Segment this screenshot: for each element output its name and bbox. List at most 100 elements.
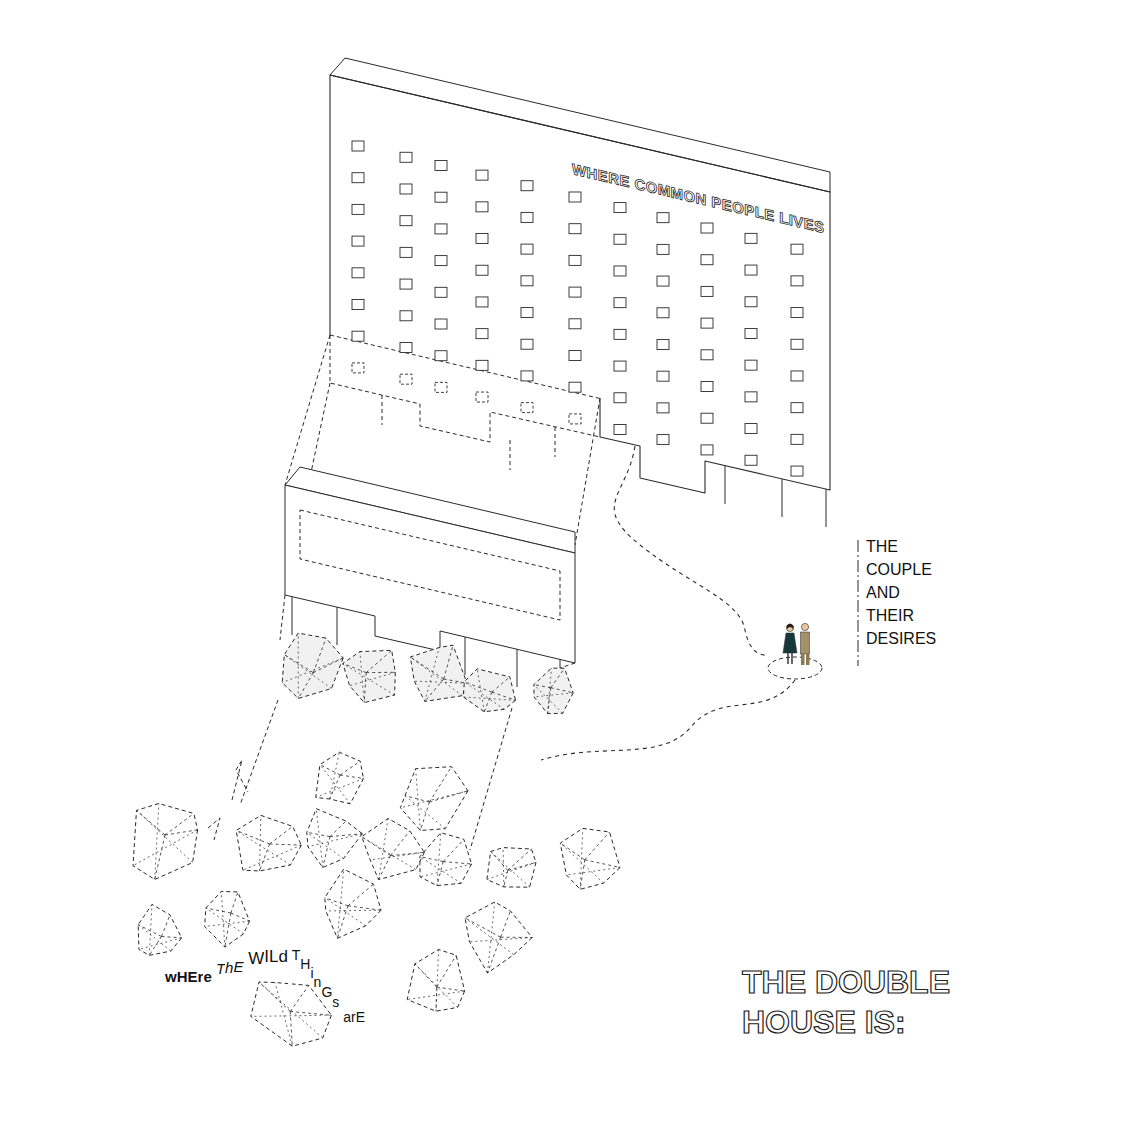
wild-form-edge xyxy=(370,852,424,860)
wild-form-edge xyxy=(420,802,429,831)
label-letter: n xyxy=(314,975,322,990)
wild-form-edge xyxy=(414,681,467,683)
window xyxy=(521,276,533,286)
wild-form-edge xyxy=(465,918,514,955)
wild-form-edge xyxy=(232,760,248,800)
wild-form-edge xyxy=(137,810,193,862)
window xyxy=(657,244,669,254)
wild-form-edge xyxy=(208,818,220,840)
wild-form-edge xyxy=(407,991,464,999)
window xyxy=(476,360,488,370)
label-letter: H xyxy=(177,969,188,986)
window xyxy=(435,351,447,361)
wild-form-edge xyxy=(503,848,505,887)
projection-line xyxy=(240,700,278,805)
wild-form-edge xyxy=(139,938,182,950)
window xyxy=(352,331,364,341)
label-letter: e xyxy=(203,969,211,986)
label-letter: d xyxy=(278,948,287,967)
window xyxy=(352,236,364,246)
window xyxy=(614,329,626,339)
window xyxy=(745,424,757,434)
window xyxy=(657,403,669,413)
window xyxy=(701,350,713,360)
window xyxy=(791,308,803,318)
wild-form-edge xyxy=(307,832,344,858)
wild-form-edge xyxy=(405,796,429,802)
wild-form-edge xyxy=(308,834,362,847)
wild-form-edge xyxy=(236,830,290,865)
window xyxy=(352,363,364,373)
wild-form-edge xyxy=(585,860,620,868)
wild-form-edge xyxy=(362,837,416,870)
projection-line xyxy=(280,595,285,640)
label-letter: E xyxy=(188,969,198,986)
window xyxy=(352,300,364,310)
wild-form xyxy=(251,982,332,1046)
window xyxy=(614,361,626,371)
window xyxy=(352,268,364,278)
wild-form-edge xyxy=(405,796,445,829)
wild-form-edge xyxy=(362,837,391,856)
wild-form xyxy=(307,809,363,868)
wild-form xyxy=(138,904,181,955)
woman-leg xyxy=(791,653,792,664)
window xyxy=(614,234,626,244)
window xyxy=(701,382,713,392)
window xyxy=(745,392,757,402)
window xyxy=(435,319,447,329)
wild-form xyxy=(463,669,515,712)
window xyxy=(701,445,713,455)
wild-form-edge xyxy=(260,844,270,871)
wild-form-edge xyxy=(326,910,381,912)
window xyxy=(569,319,581,329)
window xyxy=(569,350,581,360)
wild-form-edge xyxy=(243,845,301,870)
wild-form-edge xyxy=(501,937,533,938)
wild-form-edge xyxy=(138,925,171,951)
wild-form-edge xyxy=(284,655,331,689)
window xyxy=(701,223,713,233)
wild-form-edge xyxy=(298,673,313,699)
label-letter: W xyxy=(248,950,264,969)
wild-form-edge xyxy=(275,983,292,1047)
label-letter: w xyxy=(165,969,177,986)
stilt xyxy=(782,479,783,517)
couple-node: THE COUPLE AND THEIR DESIRES xyxy=(765,530,955,680)
label-letter xyxy=(339,970,343,985)
window xyxy=(400,311,412,321)
window xyxy=(701,286,713,296)
window xyxy=(745,328,757,338)
title: THE DOUBLE HOUSE IS: xyxy=(742,962,1002,1042)
wild-form-edge xyxy=(444,645,453,679)
wild-form xyxy=(325,869,381,938)
wild-form-edge xyxy=(350,672,396,685)
window xyxy=(569,287,581,297)
wild-form-edge xyxy=(260,815,261,871)
window xyxy=(400,184,412,194)
wild-form-edge xyxy=(259,982,323,1038)
wild-form-edge xyxy=(501,911,511,937)
window xyxy=(476,265,488,275)
window xyxy=(352,204,364,214)
wild-form-edge xyxy=(437,862,443,886)
wild-form-edge xyxy=(487,862,536,879)
wild-form-edge xyxy=(390,831,409,856)
wild-form xyxy=(534,668,573,714)
couple-node-drawing xyxy=(765,530,955,680)
window xyxy=(352,141,364,151)
wild-form-edge xyxy=(298,633,299,698)
wild-form-edge xyxy=(491,852,530,888)
wild-form-edge xyxy=(343,663,366,672)
wild-form-edge xyxy=(488,937,501,973)
window xyxy=(614,203,626,213)
wild-form xyxy=(282,633,343,698)
window xyxy=(614,298,626,308)
wild-form-edge xyxy=(290,1012,292,1047)
woman-head xyxy=(786,624,793,631)
block-face xyxy=(285,485,575,663)
stilt xyxy=(826,489,827,527)
